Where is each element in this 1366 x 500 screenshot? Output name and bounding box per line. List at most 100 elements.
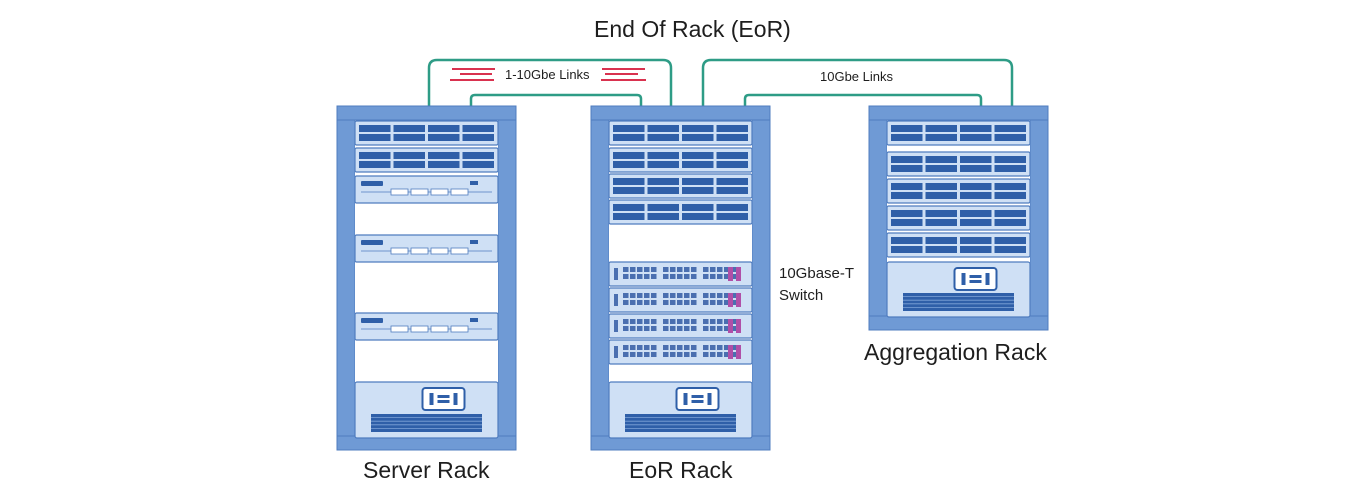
drive-bay [428,152,460,159]
link-line [701,58,1014,106]
switch-port [677,352,683,357]
drive-bay [891,246,923,253]
switch-port [731,300,737,305]
drive-bay [716,187,748,194]
drive-bay [647,204,679,211]
switch-port [670,326,676,331]
drive-bay [647,152,679,159]
server-drive-slot [430,325,449,333]
switch-port [684,345,690,350]
switch-port [637,293,643,298]
switch-port [717,345,723,350]
server-badge [361,181,383,186]
rack-label-server: Server Rack [363,457,490,483]
switch-port [703,274,709,279]
rack-post-left [336,105,356,451]
switch-port [663,345,669,350]
drive-bay [960,125,992,132]
switch-port [677,274,683,279]
switch-port [670,267,676,272]
switch-port [731,274,737,279]
switch-port [710,300,716,305]
switch-port [630,352,636,357]
drive-bank-unit [886,232,1031,258]
drive-bay [462,134,494,141]
link-markers [450,68,646,81]
switch-port [663,293,669,298]
drive-bay [716,204,748,211]
switch-uplink [736,267,741,281]
switch-port [663,267,669,272]
link-line [427,58,673,106]
switch-port [623,319,629,324]
switch-port [724,326,730,331]
drive-bay [994,219,1026,226]
switch-port [684,319,690,324]
switch-port [684,326,690,331]
switch-port [644,319,650,324]
switch-port [637,274,643,279]
switch-port [691,293,697,298]
power-logo-bar [961,273,966,285]
drive-bay [682,134,714,141]
server-drive-slot [390,188,409,196]
drive-bay [359,152,391,159]
switch-port [731,267,737,272]
server-led [470,181,478,185]
drive-bay [682,204,714,211]
switch-port [717,293,723,298]
rack-post-left [590,105,610,451]
drive-bay [462,161,494,168]
switch-port [677,300,683,305]
switch-port [651,345,657,350]
drive-bay [613,161,645,168]
drive-bay [647,187,679,194]
switch-port [677,293,683,298]
server-led [470,318,478,322]
drive-bay [925,192,957,199]
power-logo-bar [683,393,688,405]
switch-port [623,300,629,305]
eor-rack [590,105,771,451]
drive-bank-unit [608,199,753,225]
switch-port [710,326,716,331]
switch-port [663,300,669,305]
switch-handle [614,346,618,358]
server-rack [336,105,517,451]
drive-bay [891,192,923,199]
switch-port [710,293,716,298]
switch-port [630,267,636,272]
switch-port [651,300,657,305]
switch-uplink [736,345,741,359]
switch-port [724,274,730,279]
drive-bank-unit [886,120,1031,146]
drive-bay [960,210,992,217]
drive-bay [925,219,957,226]
switch-port [703,326,709,331]
drive-bay [994,156,1026,163]
switch-port [684,293,690,298]
switch-port [710,345,716,350]
switch-port [724,345,730,350]
drive-bay [994,134,1026,141]
drive-bay [716,125,748,132]
rack-bottom-bar [868,315,1049,331]
switch-port [623,352,629,357]
switch-port [637,352,643,357]
power-logo-bar [691,400,704,403]
switch-port [717,274,723,279]
rack-label-aggregation: Aggregation Rack [864,339,1047,365]
switch-port [670,274,676,279]
switch-port [630,345,636,350]
server-drive-slot [390,325,409,333]
rack-post-right [1029,105,1049,331]
switch-port [731,319,737,324]
switch-handle [614,294,618,306]
drive-bay [682,125,714,132]
drive-bay [925,165,957,172]
switch-port [677,326,683,331]
power-logo-bar [429,393,434,405]
drive-bay [960,134,992,141]
drive-bay [647,125,679,132]
drive-bank-unit [886,151,1031,177]
